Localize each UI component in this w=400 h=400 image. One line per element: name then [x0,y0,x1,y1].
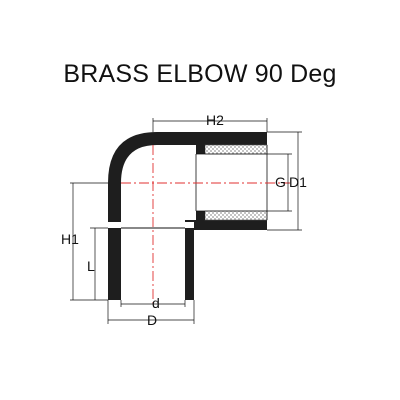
page-title: BRASS ELBOW 90 Deg [63,60,337,88]
g-label: G [275,174,286,190]
d1-label: D1 [289,174,307,190]
d-small-label: d [152,295,160,311]
bottom-socket-left-wall [108,228,121,300]
d-large-label: D [147,312,157,328]
elbow-inner-corner-wall [185,220,267,230]
l-label: L [87,258,95,274]
thread-stop-top [196,145,205,154]
bottom-socket-inner-shoulder [108,222,194,228]
thread-stop-bottom [196,211,205,220]
h2-label: H2 [206,112,224,128]
elbow-inner-wall-left [185,228,194,300]
thread-bottom-hatch [204,210,268,221]
elbow-outer-wall [108,132,267,228]
h1-label: H1 [61,231,79,247]
thread-top-hatch [204,144,268,155]
